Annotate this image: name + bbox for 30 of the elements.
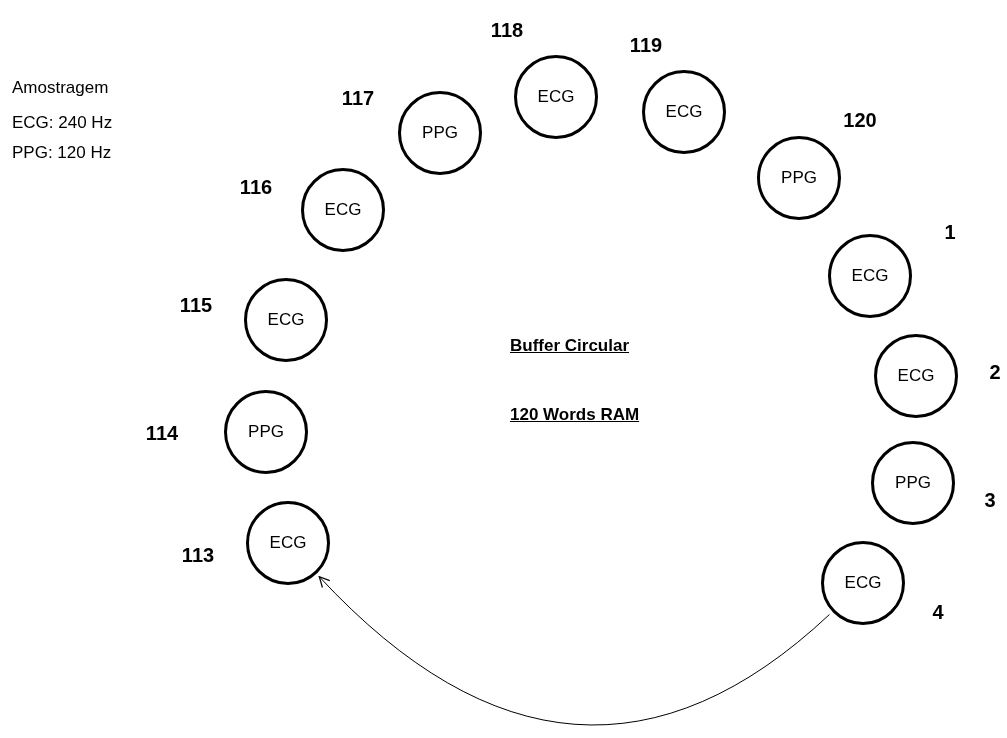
- slot-number: 3: [984, 488, 996, 512]
- legend-heading: Amostragem: [12, 78, 109, 98]
- slot-label: PPG: [895, 473, 931, 493]
- slot-number: 116: [239, 175, 273, 199]
- slot-label: PPG: [422, 123, 458, 143]
- slot-number: 1: [944, 220, 956, 244]
- slot-number: 115: [179, 293, 213, 317]
- slot-number: 120: [843, 108, 877, 132]
- slot-number: 113: [181, 543, 215, 567]
- sample-rate-text: PPG: 120 Hz: [12, 143, 112, 163]
- slot-label: ECG: [269, 533, 307, 553]
- slot-label: PPG: [781, 168, 817, 188]
- slot-label: ECG: [844, 573, 882, 593]
- slot-number: 2: [989, 360, 1001, 384]
- slot-number: 119: [629, 33, 663, 57]
- slot-label: PPG: [248, 422, 284, 442]
- buffer-size-text: 120 Words RAM: [510, 405, 640, 425]
- slot-label: ECG: [537, 87, 575, 107]
- slot-number: 4: [932, 600, 944, 624]
- slot-number: 118: [490, 18, 524, 42]
- slot-label: ECG: [324, 200, 362, 220]
- slot-number: 114: [145, 421, 179, 445]
- slot-label: ECG: [897, 366, 935, 386]
- slot-label: ECG: [665, 102, 703, 122]
- slot-number: 117: [341, 86, 375, 110]
- curved-arrow: [318, 576, 830, 725]
- sample-rate-text: ECG: 240 Hz: [12, 113, 113, 133]
- buffer-title: Buffer Circular: [510, 336, 630, 356]
- slot-label: ECG: [267, 310, 305, 330]
- slot-label: ECG: [851, 266, 889, 286]
